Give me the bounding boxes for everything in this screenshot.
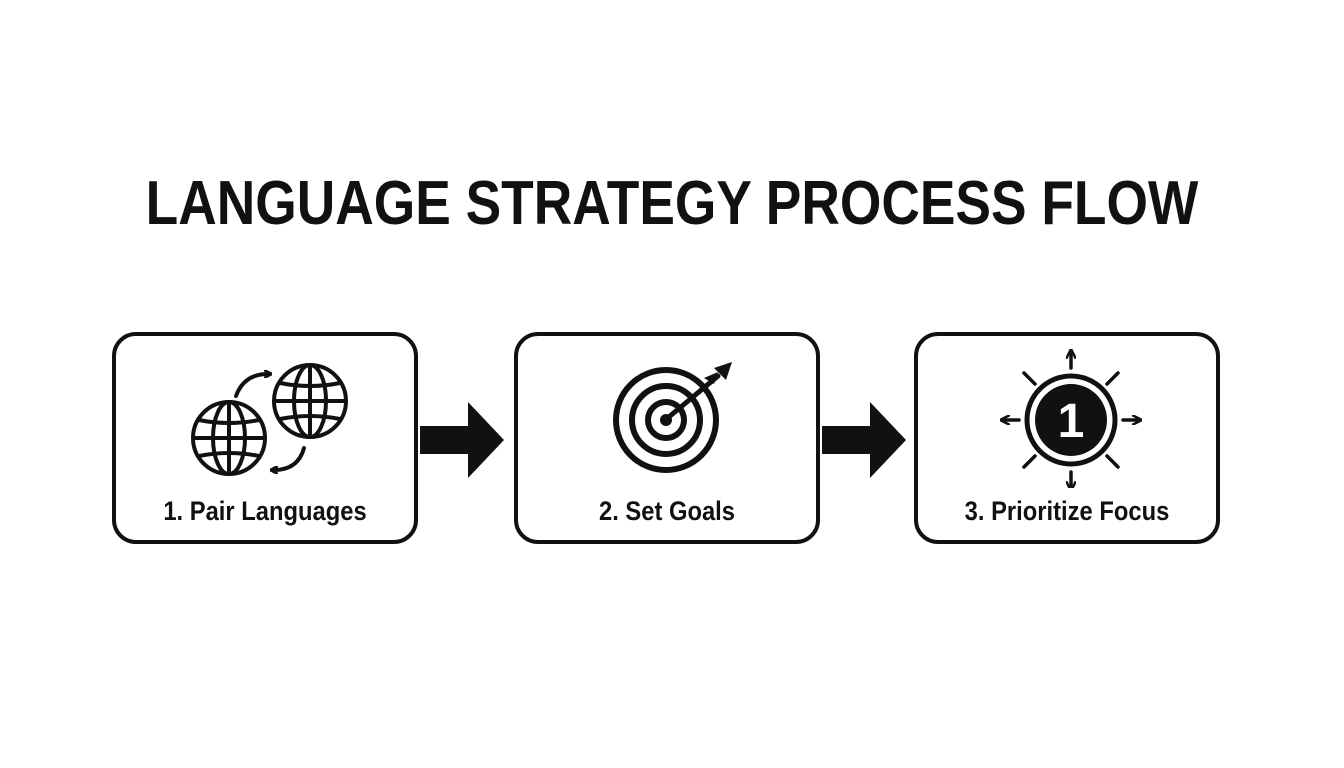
radiating-arrows-icon: [1005, 354, 1137, 486]
step-box-pair-languages: 1. Pair Languages: [112, 332, 418, 544]
target-rings-icon: [613, 367, 719, 473]
exchange-arrow-top-icon: [234, 374, 268, 398]
step-label: 3. Prioritize Focus: [964, 496, 1170, 526]
dart-arrow-icon: [667, 362, 732, 419]
globe-left-icon: [191, 400, 267, 476]
step-box-prioritize-focus: 1 3. Prioritize Focus: [914, 332, 1220, 544]
step-label: 1. Pair Languages: [163, 496, 367, 526]
globe-right-icon: [272, 363, 348, 439]
priority-badge-number: 1: [1058, 395, 1085, 448]
priority-one-icon: 1: [918, 348, 1216, 488]
diagram-title: LANGUAGE STRATEGY PROCESS FLOW: [145, 169, 1199, 238]
step-label: 2. Set Goals: [598, 496, 736, 526]
globe-exchange-icon: [116, 348, 414, 488]
target-arrow-icon: [518, 348, 816, 488]
flow-arrow-right-icon: [420, 402, 504, 478]
step-box-set-goals: 2. Set Goals: [514, 332, 820, 544]
exchange-arrow-bottom-icon: [274, 446, 306, 470]
flow-arrow-right-icon: [822, 402, 906, 478]
